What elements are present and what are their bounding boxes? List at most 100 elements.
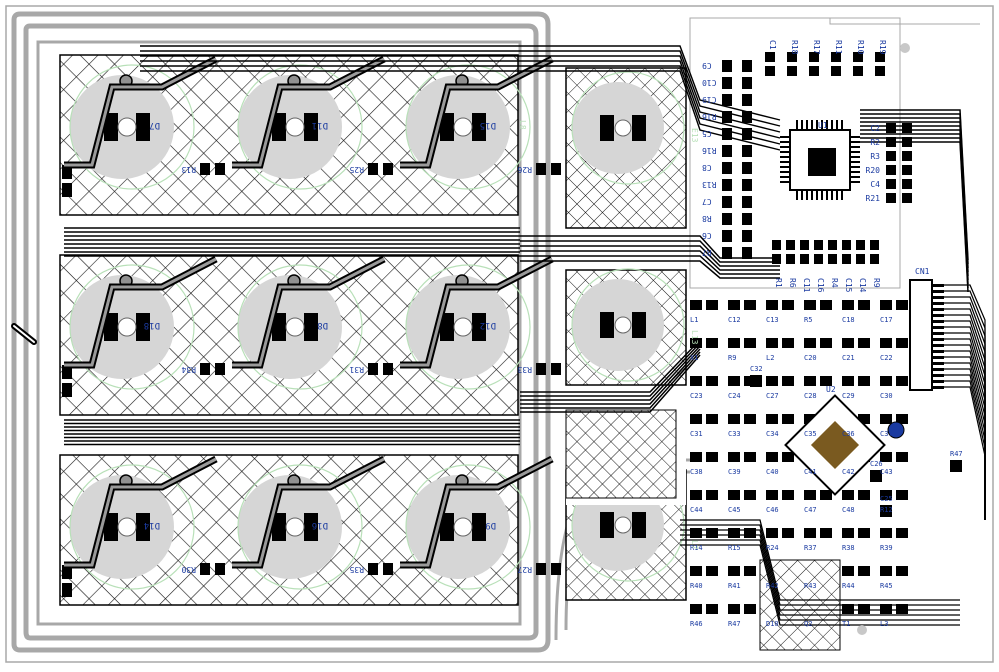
led-label: D15 (480, 120, 496, 130)
bus-trace (520, 354, 701, 413)
component-label: C26 (870, 460, 883, 468)
mcu-pin (850, 176, 860, 178)
smd-pad (804, 376, 816, 386)
resistor-pad (383, 363, 393, 375)
component-label: R1 (774, 278, 783, 288)
smd-pad (814, 254, 823, 264)
smd-pad (858, 604, 870, 614)
smd-pad (722, 196, 732, 208)
led-trace (64, 457, 217, 567)
smd-pad (750, 375, 762, 387)
led-outline (571, 268, 685, 382)
component-label: R40 (690, 582, 703, 590)
smd-pad (880, 604, 892, 614)
component-label: C10 (702, 78, 717, 87)
mcu-pin (780, 141, 790, 143)
silkscreen-labels: D7R13D11R25D15R26D18R34D8R31D12R33D14R30… (144, 40, 963, 628)
smd-pad (828, 240, 837, 250)
smd-pad (744, 566, 756, 576)
rf-trace (680, 519, 960, 601)
bus-trace (520, 245, 780, 267)
resistor-pad (536, 563, 546, 575)
resistor-pad (62, 565, 72, 579)
component-label: R12 (880, 506, 893, 514)
smd-pad (880, 528, 892, 538)
led-label: D14 (144, 520, 160, 530)
mcu-pin (841, 120, 843, 130)
mcu-pin (780, 161, 790, 163)
smd-pad (858, 338, 870, 348)
led-lens-icon (453, 517, 473, 537)
component-label: C1 (768, 40, 777, 50)
component-label: R37 (804, 544, 817, 552)
smd-pad (856, 240, 865, 250)
led-lens-icon (453, 317, 473, 337)
smd-pad (842, 528, 854, 538)
smd-pad (896, 300, 908, 310)
led-pad (440, 513, 454, 541)
smd-pad (800, 254, 809, 264)
mcu-pin (780, 181, 790, 183)
led-outline (405, 264, 531, 390)
smd-pad (766, 490, 778, 500)
led-pad (104, 313, 118, 341)
smd-pad (690, 338, 702, 348)
slot-marker-icon (11, 323, 37, 345)
led-lens-icon (285, 517, 305, 537)
component-label: C40 (766, 468, 779, 476)
smd-pad (842, 376, 854, 386)
component-label: R6 (788, 278, 797, 288)
smd-pad (728, 528, 740, 538)
smd-pad (896, 414, 908, 424)
resistor-label: R27 (517, 565, 532, 574)
mcu-pin (811, 190, 813, 200)
component-label: C44 (690, 506, 703, 514)
component-label: R45 (880, 582, 893, 590)
smd-pad (842, 490, 854, 500)
smd-pad (690, 300, 702, 310)
smd-pad (858, 300, 870, 310)
component-label: R21 (866, 194, 881, 203)
resistor-label: R34 (181, 365, 196, 374)
smd-pad (706, 414, 718, 424)
smd-pad (828, 254, 837, 264)
mounting-hole-icon (857, 43, 910, 635)
smd-pad (728, 452, 740, 462)
component-label: X1 (690, 354, 698, 362)
smd-pad (858, 490, 870, 500)
chip-label: U2 (826, 385, 836, 394)
component-label: R9 (728, 354, 736, 362)
bus-trace (520, 235, 780, 259)
connector-pin (932, 374, 944, 377)
led-trace (232, 257, 385, 367)
smd-pad (766, 338, 778, 348)
component-label: R7 (702, 248, 712, 257)
mcu-pin (831, 190, 833, 200)
smd-pad (742, 60, 752, 72)
rf-trace (680, 529, 960, 611)
smd-pad (886, 193, 896, 203)
bus-trace (520, 348, 701, 405)
led-lens-icon (117, 517, 137, 537)
component-label: C29 (842, 392, 855, 400)
smd-pad (886, 179, 896, 189)
smd-pad (742, 247, 752, 259)
resistor-label: R26 (517, 165, 532, 174)
led-trace (400, 257, 553, 367)
component-label: C19 (702, 95, 717, 104)
led-outline (237, 464, 363, 590)
smd-pad (842, 338, 854, 348)
component-label: R8 (702, 214, 712, 223)
connector-body (909, 279, 933, 391)
bank-label: L13 (690, 330, 699, 345)
connector-pin (932, 326, 944, 329)
led-outline (69, 64, 195, 190)
smd-pad (742, 94, 752, 106)
smd-pad (766, 414, 778, 424)
smd-pad (820, 376, 832, 386)
smd-pad (742, 179, 752, 191)
component-label: C33 (728, 430, 741, 438)
component-label: R13 (702, 180, 717, 189)
